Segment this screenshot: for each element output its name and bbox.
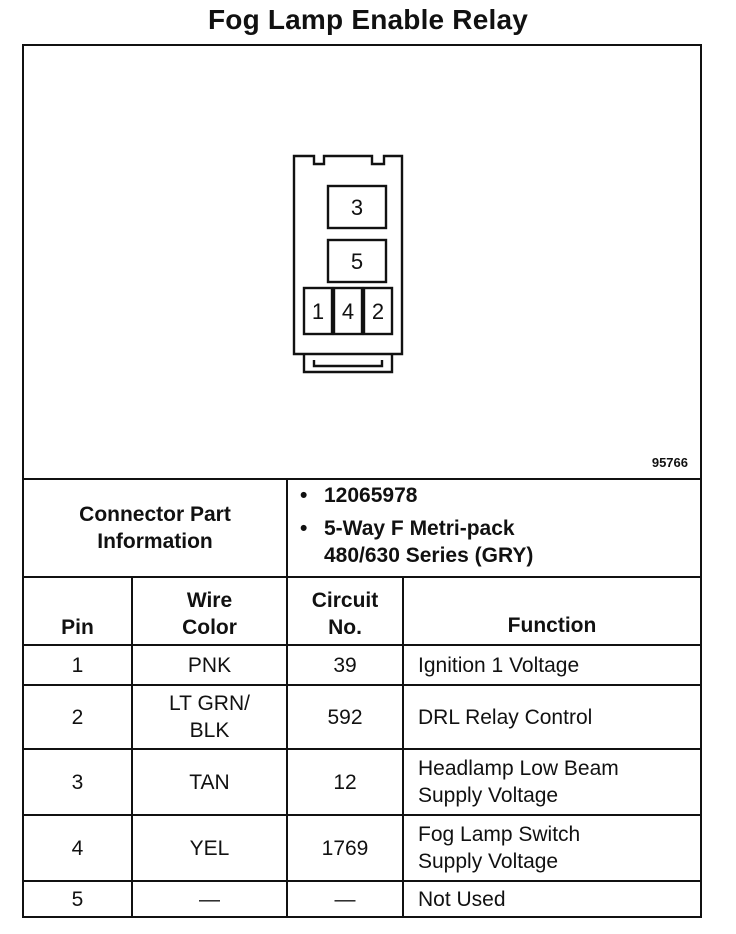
table-cell-wire-color: YEL (189, 836, 230, 860)
table-cell-circuit: 592 (327, 705, 363, 729)
connector-housing (292, 154, 404, 356)
divider (286, 576, 288, 916)
divider (24, 748, 700, 750)
connector-chart: 3 5 1 4 2 95766 Connector Part Informati… (22, 44, 702, 918)
table-cell-circuit: 39 (333, 653, 357, 677)
table-cell-function: Ignition 1 Voltage (418, 653, 580, 677)
table-cell-wire-color: — (199, 887, 220, 911)
connector-info-list: •12065978 •5-Way F Metri-pack 480/630 Se… (300, 482, 698, 569)
divider (24, 576, 700, 578)
pin-cavity-3 (326, 184, 388, 230)
header-function: Function (507, 614, 597, 637)
table-cell-function: Not Used (418, 887, 506, 911)
figure-id: 95766 (651, 455, 688, 470)
connector-diagram: 3 5 1 4 2 95766 (24, 46, 700, 478)
pin-cavity-5 (326, 238, 388, 284)
connector-info-label-text: Connector Part Information (79, 503, 231, 553)
divider (402, 576, 404, 916)
pin-label-3: 3 (351, 195, 363, 220)
table-cell-pin: 1 (71, 653, 84, 677)
header-wire-color: Wire Color (182, 589, 237, 639)
list-item: •12065978 (300, 484, 418, 507)
pin-label-5: 5 (351, 249, 363, 274)
table-cell-pin: 4 (71, 836, 84, 860)
table-cell-wire-color: LT GRN/ BLK (169, 692, 250, 742)
divider (24, 478, 700, 480)
divider (24, 644, 700, 646)
divider (24, 880, 700, 882)
table-cell-circuit: — (334, 887, 356, 911)
connector-latch (302, 354, 394, 374)
divider (286, 478, 288, 578)
table-cell-function: Headlamp Low Beam Supply Voltage (418, 757, 619, 807)
pin-label-1: 1 (312, 299, 324, 324)
pin-cavity-2 (362, 286, 394, 336)
table-cell-pin: 3 (71, 770, 84, 794)
table-cell-circuit: 1769 (321, 836, 369, 860)
list-item: •5-Way F Metri-pack 480/630 Series (GRY) (300, 517, 534, 567)
table-cell-function: Fog Lamp Switch Supply Voltage (418, 823, 581, 873)
table-cell-function: DRL Relay Control (418, 705, 593, 729)
page-title: Fog Lamp Enable Relay (207, 4, 529, 35)
part-number: 12065978 (324, 484, 418, 507)
table-cell-wire-color: PNK (187, 653, 232, 677)
header-circuit: Circuit No. (311, 589, 379, 639)
pin-label-2: 2 (372, 299, 384, 324)
connector-series: 5-Way F Metri-pack 480/630 Series (GRY) (324, 517, 534, 567)
table-cell-wire-color: TAN (189, 770, 230, 794)
table-cell-pin: 5 (71, 887, 84, 911)
divider (131, 576, 133, 916)
pin-label-4: 4 (342, 299, 354, 324)
header-pin: Pin (61, 616, 94, 639)
table-cell-pin: 2 (71, 705, 84, 729)
pin-cavity-4 (332, 286, 364, 336)
pin-cavity-1 (302, 286, 334, 336)
divider (24, 684, 700, 686)
connector-info-label: Connector Part Information (24, 480, 286, 576)
divider (24, 814, 700, 816)
table-cell-circuit: 12 (333, 770, 357, 794)
connector-face-drawing: 3 5 1 4 2 (292, 154, 404, 374)
